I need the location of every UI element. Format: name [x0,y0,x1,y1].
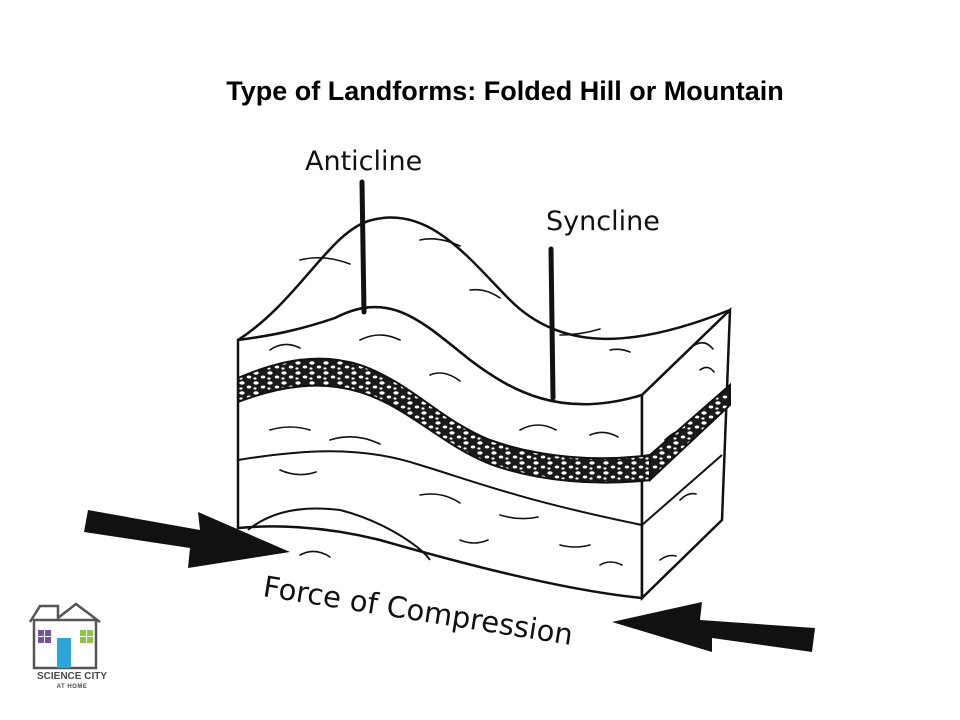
syncline-pointer [548,246,556,401]
logo-name: SCIENCE CITY [36,671,107,682]
right-face [640,306,732,601]
arrow-left-icon [612,602,815,652]
science-city-logo [28,602,101,670]
arrow-right-icon [84,510,290,568]
logo-sub: AT HOME [56,684,88,690]
syncline-label: Syncline [546,206,660,237]
page-title: Type of Landforms: Folded Hill or Mounta… [226,76,784,106]
anticline-label: Anticline [305,146,422,177]
anticline-pointer [359,179,367,315]
force-label: Force of Compression [261,569,575,652]
